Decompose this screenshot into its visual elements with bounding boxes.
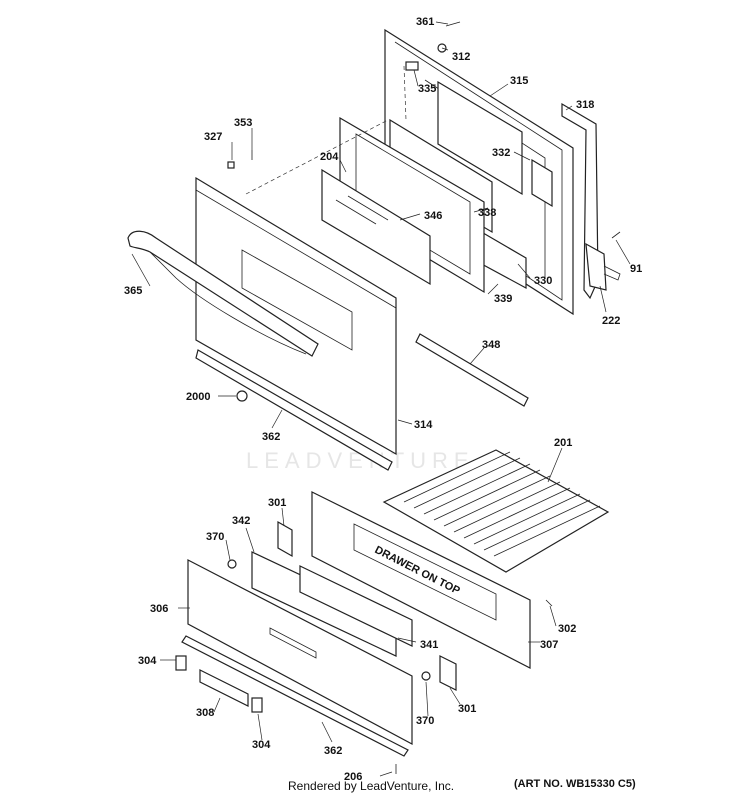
label-307: 307 <box>540 639 558 651</box>
label-327: 327 <box>204 131 222 143</box>
render-credit: Rendered by LeadVenture, Inc. <box>288 779 455 793</box>
bumper-370-upper <box>227 559 237 569</box>
label-341: 341 <box>420 639 438 651</box>
label-201: 201 <box>554 437 572 449</box>
label-362-upper: 362 <box>262 431 280 443</box>
label-361: 361 <box>416 16 434 28</box>
label-304-left: 304 <box>138 655 157 667</box>
assembly-line <box>245 119 389 195</box>
label-342: 342 <box>232 515 250 527</box>
label-302: 302 <box>558 623 576 635</box>
label-301-upper: 301 <box>268 497 286 509</box>
inner-window-panel <box>437 80 553 208</box>
label-308: 308 <box>196 707 214 719</box>
door-outer-panel <box>195 176 397 456</box>
label-353: 353 <box>234 117 252 129</box>
label-339: 339 <box>494 293 512 305</box>
label-91: 91 <box>630 263 642 275</box>
clip-304-right <box>251 697 263 713</box>
oven-rack <box>382 449 610 573</box>
door-hinge <box>585 242 621 291</box>
drawer-insulation-341 <box>299 565 413 647</box>
door-glass-346 <box>321 168 431 286</box>
label-315: 315 <box>510 75 528 87</box>
door-inner-frame <box>384 28 574 316</box>
label-332: 332 <box>492 147 510 159</box>
label-304-right: 304 <box>252 739 271 751</box>
label-346: 346 <box>424 210 442 222</box>
label-335: 335 <box>418 83 436 95</box>
label-370-lower: 370 <box>416 715 434 727</box>
drawer-handle <box>199 669 249 707</box>
label-301-lower: 301 <box>458 703 476 715</box>
bumper-370-lower <box>421 671 431 681</box>
label-370-upper: 370 <box>206 531 224 543</box>
clip-304-left <box>175 655 187 671</box>
screw-361 <box>445 21 461 27</box>
label-330: 330 <box>534 275 552 287</box>
label-365: 365 <box>124 285 142 297</box>
drawer-slide-upper <box>277 520 293 558</box>
label-2000: 2000 <box>186 391 210 403</box>
drawer-slide-lower <box>439 655 457 691</box>
label-348: 348 <box>482 339 500 351</box>
label-314: 314 <box>414 419 433 431</box>
label-312: 312 <box>452 51 470 63</box>
part-335 <box>405 61 419 71</box>
door-vent-trim-upper <box>195 349 393 471</box>
screw-302 <box>545 599 553 607</box>
label-206: 206 <box>344 771 362 783</box>
label-306: 306 <box>150 603 168 615</box>
leader-lines <box>131 21 631 777</box>
label-222: 222 <box>602 315 620 327</box>
label-338: 338 <box>478 207 496 219</box>
label-362-lower: 362 <box>324 745 342 757</box>
door-liner-204 <box>339 116 485 294</box>
assembly-line <box>403 65 407 121</box>
label-204: 204 <box>320 151 339 163</box>
door-handle <box>127 230 319 357</box>
art-number: (ART NO. WB15330 C5) <box>514 778 636 790</box>
drawer-front <box>187 559 413 746</box>
door-bracket-348 <box>415 333 529 407</box>
part-327 <box>227 161 235 169</box>
clip-2000 <box>236 390 248 402</box>
drawer-trim-lower <box>181 635 409 757</box>
label-318: 318 <box>576 99 594 111</box>
part-labels: 361 312 315 318 335 327 353 332 204 346 … <box>124 16 642 783</box>
screw-91 <box>611 231 621 239</box>
